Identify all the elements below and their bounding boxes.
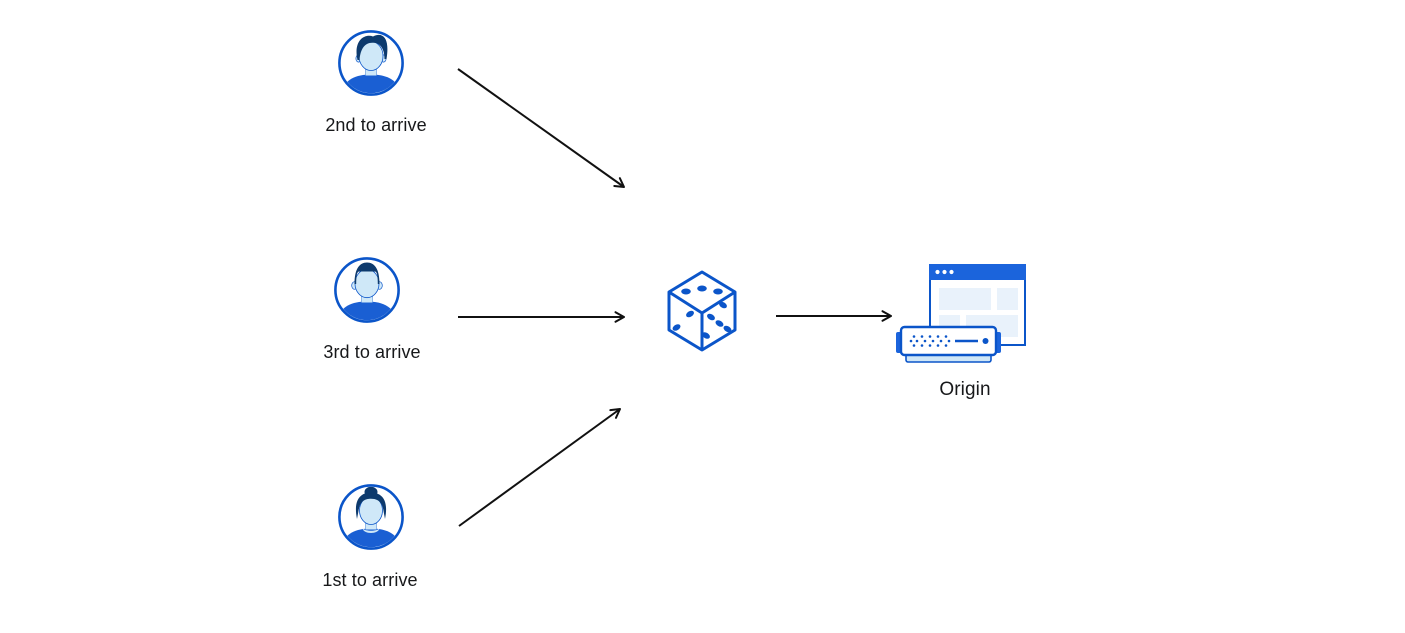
male-avatar-icon bbox=[334, 257, 400, 323]
visitor-1st-label: 1st to arrive bbox=[322, 570, 418, 590]
node-origin bbox=[893, 262, 1028, 364]
server-led-dot-pattern bbox=[909, 335, 951, 347]
origin-server-icon bbox=[896, 264, 1026, 363]
node-visitor-2nd bbox=[337, 29, 405, 97]
visitor-2nd-label: 2nd to arrive bbox=[325, 115, 427, 135]
origin-label: Origin bbox=[939, 379, 991, 400]
visitor-3rd-label: 3rd to arrive bbox=[323, 342, 421, 362]
male-avatar-icon bbox=[338, 30, 404, 96]
female-avatar-icon bbox=[338, 484, 404, 550]
node-visitor-1st bbox=[337, 483, 405, 551]
dice-icon bbox=[667, 270, 737, 352]
node-dice bbox=[664, 267, 740, 355]
node-visitor-3rd bbox=[333, 256, 401, 324]
arrow-visitor-bottom-to-dice bbox=[458, 408, 621, 527]
arrow-visitor-top-to-dice bbox=[457, 68, 625, 188]
